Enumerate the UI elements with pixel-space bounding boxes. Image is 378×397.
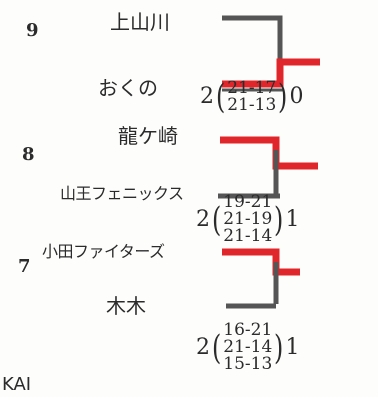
paren-close: ) xyxy=(274,327,284,368)
team-name: 木木 xyxy=(106,294,146,318)
set-score: 19-21 xyxy=(223,192,273,212)
bracket-match-2 xyxy=(218,136,318,199)
score-wins-b: 1 xyxy=(285,334,300,360)
bracket-winner-line xyxy=(220,136,318,170)
team-name: 上山川 xyxy=(110,10,170,34)
paren-open: ( xyxy=(211,327,222,368)
set-scores: 19-21 21-19 21-14 xyxy=(223,194,272,245)
paren-close: ) xyxy=(274,199,284,240)
score-wins-b: 1 xyxy=(285,206,300,232)
set-score: 21-17 xyxy=(227,78,277,98)
set-scores: 16-21 21-14 15-13 xyxy=(223,322,272,373)
paren-close: ) xyxy=(278,77,288,117)
set-score: 21-19 xyxy=(223,209,273,229)
team-name: 小田ファイターズ xyxy=(42,242,165,261)
score-wins-a: 2 xyxy=(200,84,214,109)
team-name: おくの xyxy=(98,76,158,100)
paren-open: ( xyxy=(215,77,226,117)
seed-number: 8 xyxy=(22,144,35,165)
set-score: 21-14 xyxy=(223,226,273,246)
set-scores: 21-17 21-13 xyxy=(227,80,276,114)
footer-text: KAI xyxy=(2,374,32,395)
bracket-match-3 xyxy=(222,248,300,309)
team-name: 山王フェニックス xyxy=(60,184,184,203)
match-score: 2 ( 21-17 21-13 ) 0 xyxy=(200,77,304,117)
match-score: 2 ( 16-21 21-14 15-13 ) 1 xyxy=(196,322,300,373)
set-score: 21-14 xyxy=(223,337,273,357)
score-wins-a: 2 xyxy=(196,334,210,360)
score-wins-b: 0 xyxy=(289,84,304,109)
set-score: 16-21 xyxy=(223,320,273,340)
set-score: 15-13 xyxy=(223,354,273,374)
bracket-loser-line xyxy=(222,15,283,64)
bracket-winner-line xyxy=(222,248,300,276)
seed-number: 9 xyxy=(26,20,39,41)
set-score: 21-13 xyxy=(227,95,277,115)
paren-open: ( xyxy=(211,199,222,240)
score-wins-a: 2 xyxy=(196,206,210,232)
team-name: 龍ケ崎 xyxy=(118,124,178,148)
match-score: 2 ( 19-21 21-19 21-14 ) 1 xyxy=(196,194,300,245)
seed-number: 7 xyxy=(18,256,31,277)
